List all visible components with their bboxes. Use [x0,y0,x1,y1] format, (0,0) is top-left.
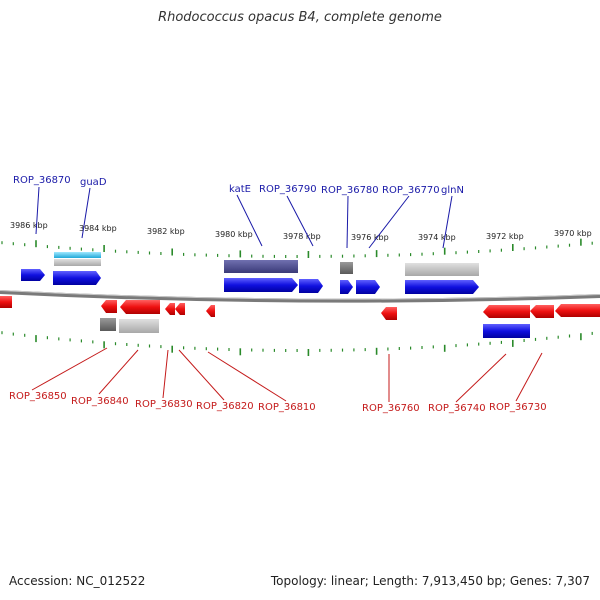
scale-label: 3976 kbp [351,233,389,242]
gene-arrow-reverse[interactable] [530,305,554,318]
gene-label[interactable]: ROP_36740 [428,403,486,414]
gene-arrow-forward[interactable] [224,278,298,292]
scale-label: 3978 kbp [283,232,321,241]
gene-label[interactable]: katE [229,184,251,195]
gene-arrow-forward[interactable] [299,279,323,293]
genome-summary-text: Topology: linear; Length: 7,913,450 bp; … [270,574,590,588]
scale-label: 3982 kbp [147,227,185,236]
reverse-strand-genes [0,296,600,338]
gene-label[interactable]: glnN [441,185,464,196]
gene-arrow-forward[interactable] [483,324,530,338]
pseudo-feature[interactable] [224,260,298,273]
gene-arrow-reverse[interactable] [165,303,175,315]
gene-arrow-forward[interactable] [356,280,380,294]
gene-arrow-reverse[interactable] [555,304,595,317]
gene-arrow-reverse[interactable] [120,300,160,314]
scale-label: 3986 kbp [10,221,48,230]
gene-arrow-reverse[interactable] [483,305,530,318]
scale-labels: 3986 kbp 3984 kbp 3982 kbp 3980 kbp 3978… [10,221,592,242]
pseudo-feature[interactable] [405,263,479,276]
scale-label: 3970 kbp [554,229,592,238]
scale-ticks-top [1,238,593,258]
gene-arrow-reverse[interactable] [206,305,215,317]
page-title: Rhodococcus opacus B4, complete genome [158,10,442,25]
scale-label: 3984 kbp [79,224,117,233]
gene-arrow-reverse[interactable] [0,296,12,308]
gene-label[interactable]: guaD [80,177,107,188]
gene-label[interactable]: ROP_36780 [321,185,379,196]
pseudo-feature[interactable] [100,318,116,331]
forward-leader-lines [35,186,453,249]
gene-label[interactable]: ROP_36870 [13,175,71,186]
scale-label: 3972 kbp [486,232,524,241]
gene-label[interactable]: ROP_36730 [489,402,547,413]
gene-label[interactable]: ROP_36810 [258,402,316,413]
gene-arrow-reverse[interactable] [595,304,600,317]
gene-label[interactable]: ROP_36830 [135,399,193,410]
gene-label[interactable]: ROP_36850 [9,391,67,402]
chromosome-backbone [0,290,600,303]
gene-arrow-forward[interactable] [53,271,101,285]
gene-arrow-forward[interactable] [21,269,45,281]
forward-strand-genes [21,252,479,294]
forward-gene-labels: ROP_36870 guaD katE ROP_36790 ROP_36780 … [13,175,464,196]
rna-feature[interactable] [54,252,101,258]
pseudo-feature[interactable] [340,262,353,274]
pseudo-feature[interactable] [54,259,101,266]
accession-text: Accession: NC_012522 [9,574,146,588]
scale-label: 3974 kbp [418,233,456,242]
gene-label[interactable]: ROP_36840 [71,396,129,407]
gene-label[interactable]: ROP_36760 [362,403,420,414]
gene-arrow-reverse[interactable] [175,303,185,315]
gene-arrow-reverse[interactable] [381,307,397,320]
gene-label[interactable]: ROP_36790 [259,184,317,195]
gene-arrow-reverse[interactable] [101,300,117,313]
scale-ticks-bottom [1,331,593,356]
gene-label[interactable]: ROP_36820 [196,401,254,412]
reverse-gene-labels: ROP_36850 ROP_36840 ROP_36830 ROP_36820 … [9,391,547,414]
reverse-leader-lines [31,347,543,403]
gene-label[interactable]: ROP_36770 [382,185,440,196]
gene-arrow-forward[interactable] [340,280,353,294]
pseudo-feature[interactable] [119,319,159,333]
scale-label: 3980 kbp [215,230,253,239]
gene-arrow-forward[interactable] [405,280,479,294]
